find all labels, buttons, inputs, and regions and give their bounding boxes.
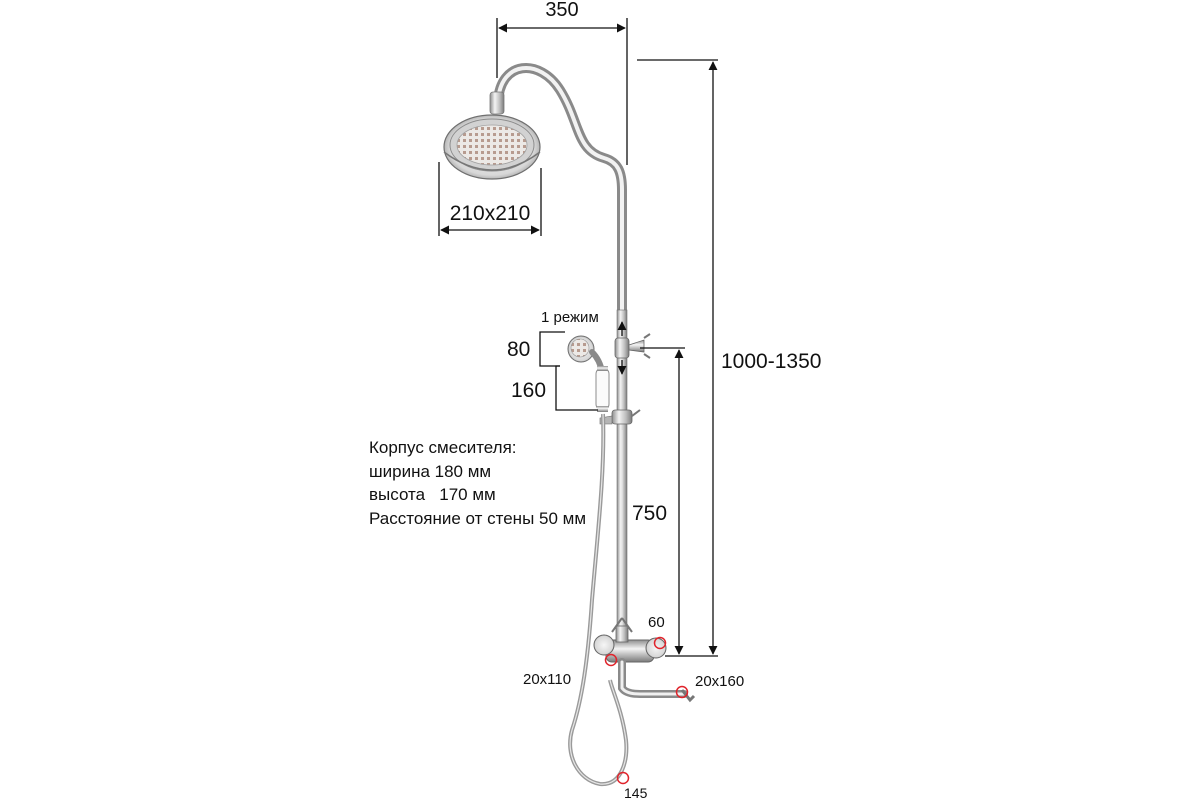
dim-20x110: 20x110 xyxy=(523,671,571,688)
dim-60: 60 xyxy=(648,614,665,631)
dim-160: 160 xyxy=(511,379,546,402)
shower-product xyxy=(443,63,696,787)
hand-shower xyxy=(567,335,610,412)
spec-wall-distance: Расстояние от стены 50 мм xyxy=(369,508,587,528)
dim-1-mode: 1 режим xyxy=(541,309,599,326)
spec-width: ширина 180 мм xyxy=(369,461,492,481)
rain-shower-head xyxy=(443,114,541,180)
head-neck xyxy=(489,91,505,115)
dim-1000-1350: 1000-1350 xyxy=(721,350,821,373)
gooseneck-arm xyxy=(493,63,627,320)
spec-height: высота 170 мм xyxy=(369,485,496,504)
dim-20x160: 20x160 xyxy=(695,673,744,690)
dim-80: 80 xyxy=(507,338,530,361)
connection-markers xyxy=(604,636,689,785)
dim-210x210: 210x210 xyxy=(450,202,531,225)
handset-holder xyxy=(599,409,641,425)
mixer-specs: Корпус смесителя: ширина 180 мм высота 1… xyxy=(369,436,586,530)
mixer-body xyxy=(593,617,696,703)
dim-750: 750 xyxy=(632,502,667,525)
dimension-labels: 350 210x210 1000-1350 1 режим 80 160 750… xyxy=(450,0,822,800)
diverter-valve xyxy=(614,333,651,359)
spec-title: Корпус смесителя: xyxy=(369,438,517,457)
dimension-lines xyxy=(438,18,718,657)
dim-350: 350 xyxy=(545,0,578,21)
dim-145: 145 xyxy=(624,785,648,800)
